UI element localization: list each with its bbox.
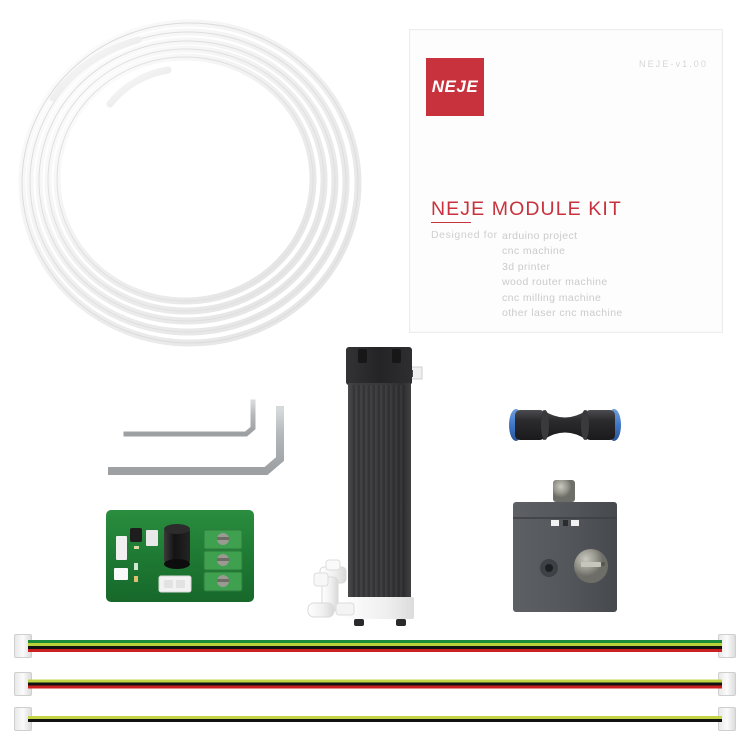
air-assist-nozzle (307, 559, 355, 618)
bracket-body (513, 502, 617, 612)
bracket-slot-left (551, 520, 559, 526)
wire-red (28, 649, 722, 652)
manual-version-text: NEJE-v1.00 (638, 59, 708, 69)
neje-logo-text: NEJE (431, 77, 479, 96)
wire-green (28, 640, 722, 643)
use-item: cnc milling machine (502, 291, 602, 304)
designed-for-label: Designed for (431, 229, 498, 241)
cable-3pin (14, 672, 736, 696)
wire-yellow (28, 679, 722, 683)
wire-red (28, 685, 722, 689)
cable-2pin (14, 707, 736, 731)
pneumatic-union-fitting (505, 395, 625, 455)
use-item: cnc machine (502, 245, 566, 258)
pcb-pad-mid (146, 530, 158, 546)
wire-black (28, 682, 722, 686)
manual-title-rest: E MODULE KIT (471, 198, 622, 220)
wire-yellow (28, 716, 722, 719)
pcb-capacitor (164, 528, 190, 564)
manual-card: NEJE NEJE-v1.00 NEJE MODULE KIT Designed… (409, 29, 723, 333)
mounting-bracket (505, 478, 625, 618)
manual-title: NEJE MODULE KIT (431, 198, 622, 223)
use-item: other laser cnc machine (502, 307, 623, 320)
module-top-cap (346, 347, 412, 385)
pcb-terminal-blocks (203, 529, 243, 592)
module-heatsink-body (348, 383, 411, 599)
pcb-pad-corner (114, 568, 128, 580)
wire-black (28, 719, 722, 722)
hex-key-large (108, 406, 284, 475)
use-item: arduino project (502, 230, 578, 242)
bracket-top-knob (553, 480, 575, 502)
driver-control-board (104, 506, 256, 606)
cable-4pin (14, 633, 736, 659)
wire-bundle (28, 679, 722, 689)
laser-module (300, 345, 445, 630)
use-item: 3d printer (502, 260, 551, 273)
bracket-slot-right (571, 520, 579, 526)
wire-bundle (28, 716, 722, 722)
pcb-pad-left (116, 536, 127, 560)
wire-bundle (28, 640, 722, 652)
manual-title-underlined: NEJ (431, 198, 472, 223)
use-item: wood router machine (502, 276, 608, 289)
neje-logo: NEJE (426, 58, 484, 116)
wire-black (28, 646, 722, 649)
hex-key-small (123, 399, 256, 437)
pcb-regulator (130, 528, 142, 542)
air-hose-coil (18, 18, 363, 348)
pcb-connector (158, 575, 192, 593)
module-base (346, 597, 414, 619)
wire-yellow (28, 643, 722, 646)
union-waist (543, 410, 587, 440)
hex-key-set (108, 398, 303, 488)
manual-uses-list: arduino project cnc machine 3d printer w… (502, 229, 623, 321)
